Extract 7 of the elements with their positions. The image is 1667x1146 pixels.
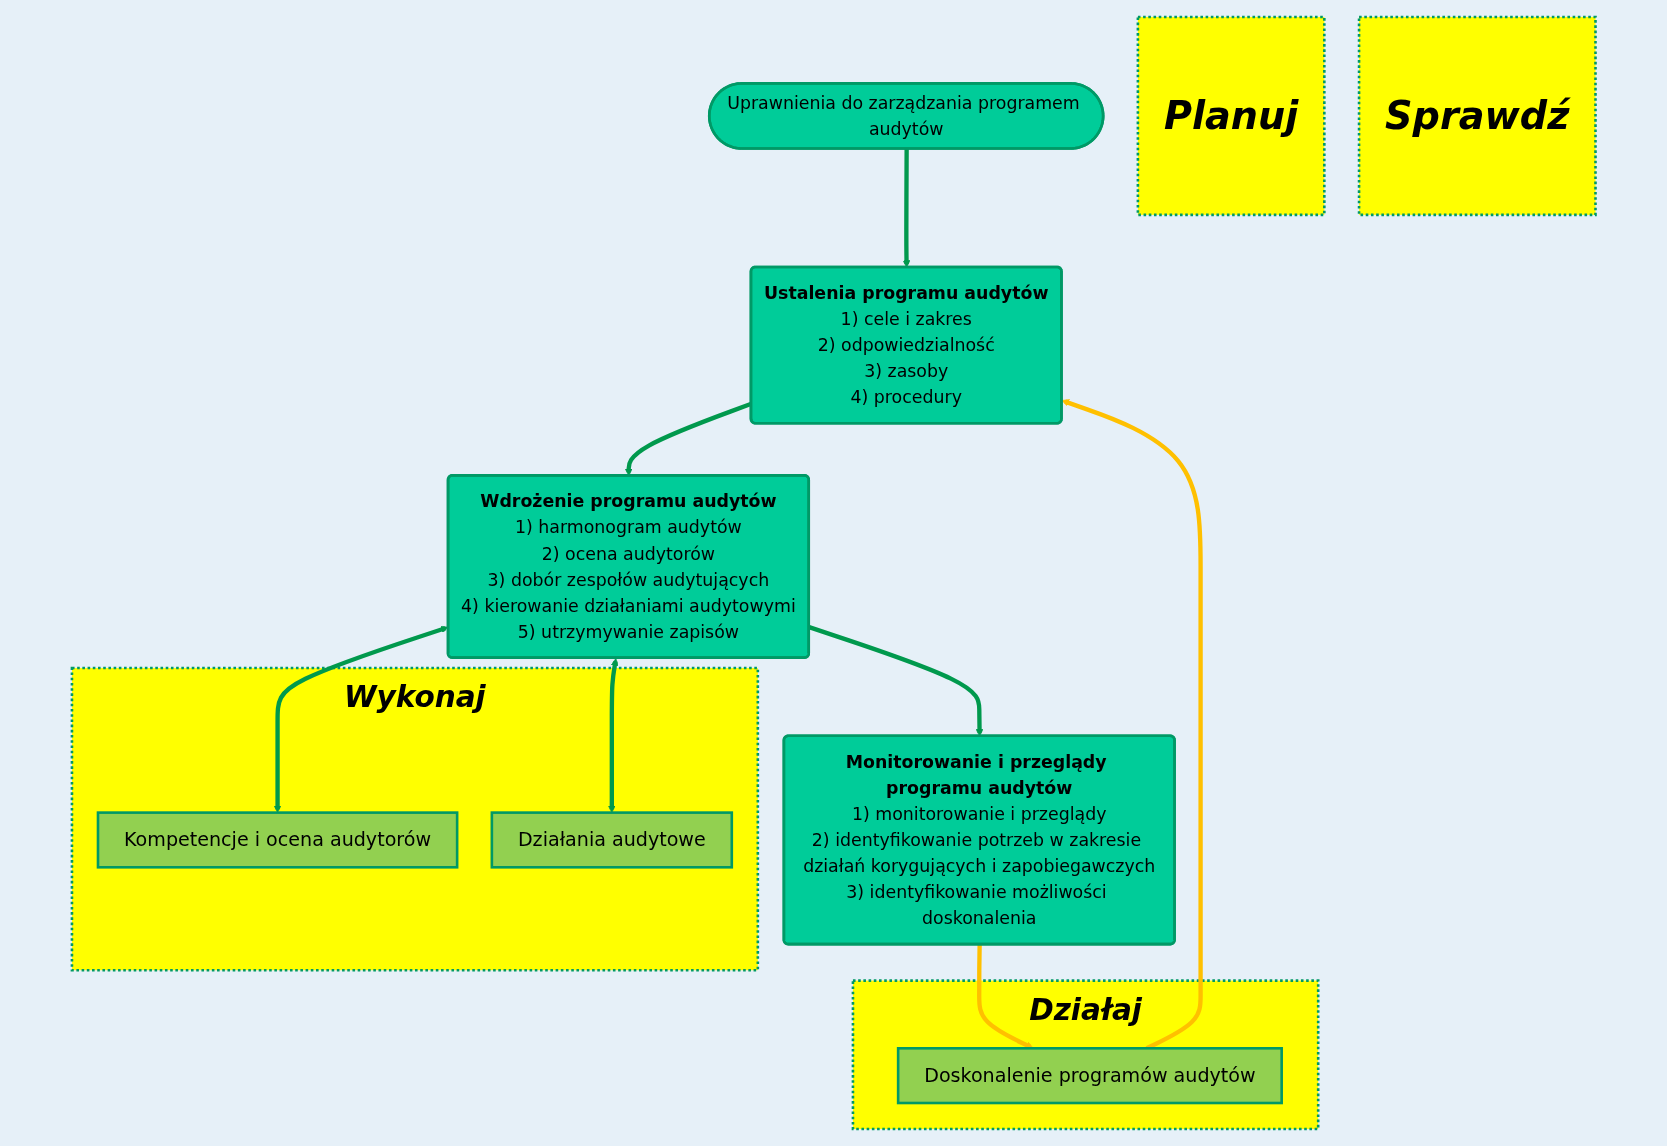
node-box: Działania audytowe — [490, 811, 733, 869]
node-box: Kompetencje i ocena audytorów — [96, 811, 459, 869]
node-box: Planuj — [1136, 15, 1326, 217]
node-box: Doskonalenie programów audytów — [896, 1047, 1283, 1105]
arrow — [976, 944, 1034, 1049]
node-box: Sprawdź — [1357, 15, 1597, 217]
arrow — [607, 658, 619, 813]
